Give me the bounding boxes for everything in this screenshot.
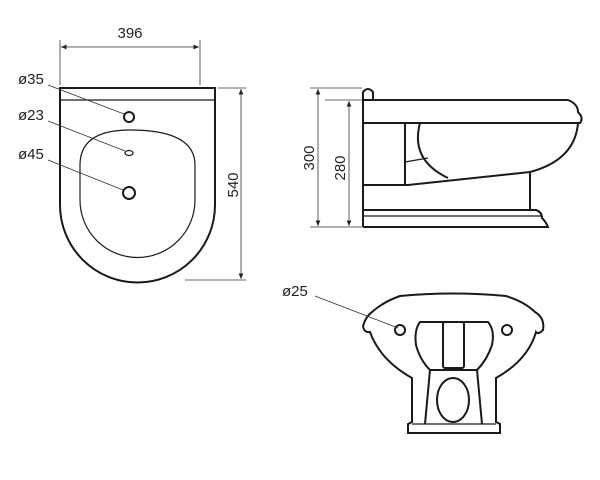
height2-label: 280: [332, 155, 349, 180]
inner-line: [404, 157, 429, 163]
fixing-hole-left: [394, 324, 406, 336]
bowl-outline: [79, 129, 196, 259]
fixing-hole-label: ø25: [282, 283, 308, 300]
leader-line: [47, 120, 126, 152]
drain-hole: [122, 186, 136, 200]
leader-line: [314, 295, 399, 329]
pedestal-oval: [436, 377, 470, 423]
width-label: 396: [117, 25, 142, 42]
tap-hole: [123, 111, 135, 123]
bowl-channel: [442, 321, 465, 369]
pedestal-right: [476, 369, 483, 425]
hole3-label: ø45: [18, 146, 44, 163]
top-view: 396 540 ø35 ø23 ø45: [18, 25, 246, 284]
wall-plate: [362, 88, 374, 227]
bowl-curve: [416, 122, 449, 179]
fixing-hole-right: [501, 324, 513, 336]
top-view-outline: [59, 87, 216, 284]
overflow-hole: [124, 149, 134, 157]
pedestal-left: [424, 369, 431, 425]
base: [363, 209, 550, 228]
rim: [363, 99, 583, 124]
front-outline: [361, 292, 545, 434]
leader-line: [47, 159, 124, 191]
hole1-label: ø35: [18, 71, 44, 88]
leader-line: [47, 84, 125, 115]
bowl-opening: [414, 321, 494, 371]
side-view: 300 280: [301, 87, 583, 228]
bowl-bottom: [405, 122, 579, 186]
height-label: 300: [301, 145, 318, 170]
front-view: ø25: [282, 283, 545, 434]
hole2-label: ø23: [18, 107, 44, 124]
depth-label: 540: [225, 172, 242, 197]
